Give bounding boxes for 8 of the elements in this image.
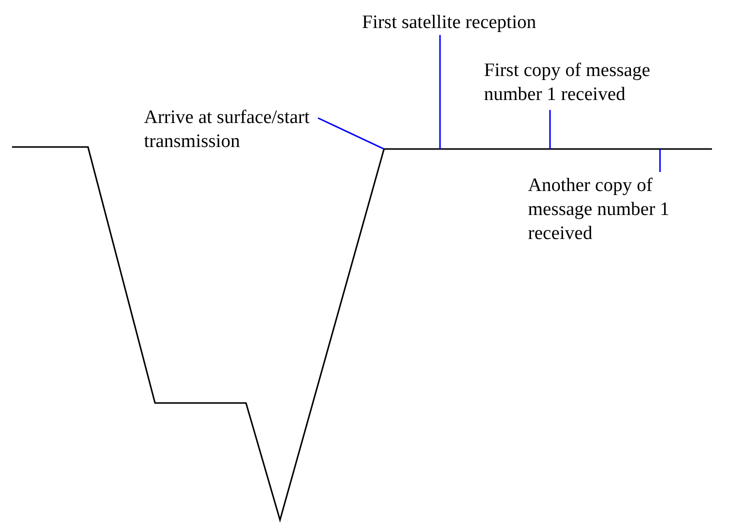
leader-line xyxy=(318,117,384,150)
annotation-text: First copy of message number 1 received xyxy=(484,59,652,107)
leader-line xyxy=(659,149,661,172)
annotation-text: First satellite reception xyxy=(362,11,536,35)
leader-line xyxy=(439,35,441,149)
annotation-text: Another copy of message number 1 received xyxy=(528,174,670,246)
leader-line xyxy=(549,110,551,149)
annotation-text: Arrive at surface/start transmission xyxy=(144,106,311,154)
